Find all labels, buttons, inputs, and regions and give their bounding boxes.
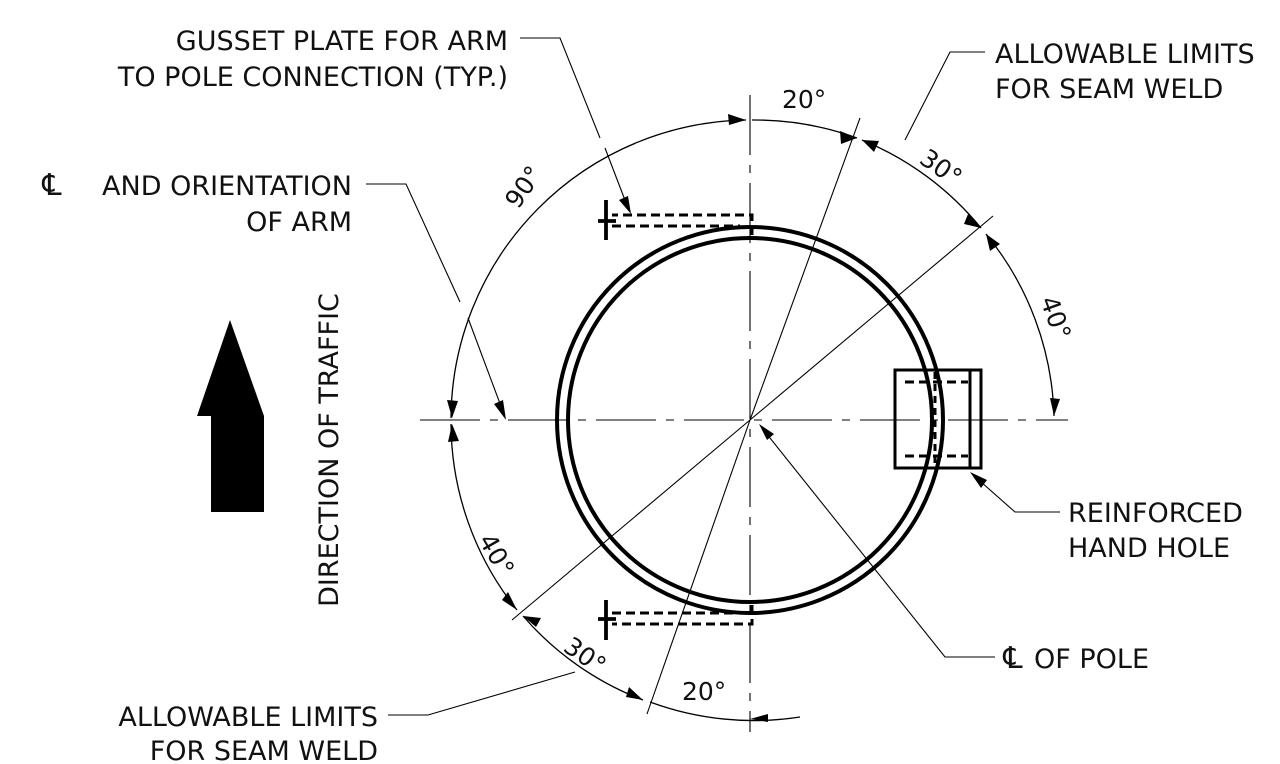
- radial-line-50: [749, 215, 994, 421]
- angle-20-top: 20°: [782, 85, 826, 114]
- gusset-leader-arrow: [619, 196, 631, 214]
- arc-90-dimension: [450, 119, 747, 419]
- gusset-label-line1: GUSSET PLATE FOR ARM: [176, 26, 508, 57]
- gusset-label-line2: TO POLE CONNECTION (TYP.): [117, 62, 508, 93]
- angle-30-top: 30°: [915, 143, 968, 192]
- cl-arm-symbol: ℄: [41, 168, 61, 203]
- seam-bottom-label-line1: ALLOWABLE LIMITS: [118, 702, 378, 733]
- radial-line-20-top: [749, 117, 861, 421]
- cl-arm-label-line1: AND ORIENTATION: [102, 171, 352, 202]
- arc-40-left: [450, 423, 518, 611]
- hand-hole-leader: [971, 473, 1060, 513]
- cl-arm-label-line2: OF ARM: [246, 207, 352, 238]
- reinforced-hand-hole: [893, 368, 983, 470]
- pole-outer-wall: [555, 225, 945, 615]
- traffic-direction-arrow: [197, 320, 264, 512]
- hand-hole-label-line1: REINFORCED: [1068, 498, 1243, 529]
- cl-arm-leader-tail: [467, 317, 506, 418]
- seam-top-leader: [904, 51, 985, 141]
- arc-20-bottom: [649, 701, 801, 722]
- dimension-arrowheads: [447, 114, 1060, 722]
- angle-30-bottom: 30°: [559, 631, 612, 680]
- cl-pole-leader-arrow: [759, 424, 774, 440]
- radial-line-50-bottom: [511, 419, 751, 621]
- cl-pole-leader: [761, 427, 995, 658]
- direction-of-traffic-label: DIRECTION OF TRAFFIC: [314, 293, 345, 607]
- seam-top-label-line1: ALLOWABLE LIMITS: [995, 39, 1255, 70]
- arc-40-right: [985, 233, 1055, 417]
- angle-20-bottom: 20°: [682, 677, 726, 706]
- cl-arm-leader: [366, 183, 461, 303]
- hand-hole-leader-arrow: [970, 472, 987, 488]
- seam-bottom-leader: [388, 671, 576, 716]
- cl-pole-symbol: ℄: [1002, 641, 1022, 676]
- pole-inner-wall: [566, 236, 934, 604]
- arc-30-top: [861, 139, 982, 229]
- gusset-plate-top: [598, 200, 754, 240]
- gusset-leader: [520, 37, 601, 139]
- angle-40-left: 40°: [473, 529, 520, 582]
- hand-hole-label-line2: HAND HOLE: [1068, 533, 1230, 564]
- cl-arm-leader-arrow: [494, 400, 506, 420]
- gusset-plate-bottom: [598, 600, 754, 640]
- seam-top-label-line2: FOR SEAM WELD: [995, 74, 1223, 105]
- seam-bottom-label-line2: FOR SEAM WELD: [150, 736, 378, 764]
- radial-line-20-bottom: [646, 419, 751, 715]
- cl-pole-label: OF POLE: [1034, 644, 1149, 675]
